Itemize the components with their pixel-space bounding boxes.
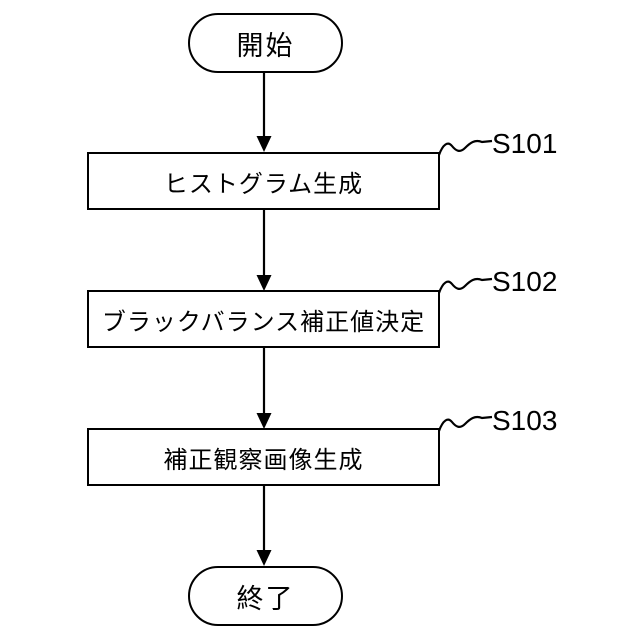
start-node-label: 開始 <box>236 30 295 61</box>
arrow-s102-to-s103-head <box>256 413 272 429</box>
step-s101-box: ヒストグラム生成 <box>87 152 440 210</box>
arrow-s103-to-end-head <box>256 550 272 566</box>
squiggle-s101 <box>437 139 493 156</box>
arrow-start-to-s101-head <box>256 136 272 152</box>
step-s103-ref: S103 <box>492 405 558 436</box>
start-node: 開始 <box>188 13 343 73</box>
end-node-label: 終了 <box>236 583 295 614</box>
step-s102-ref: S102 <box>492 266 558 297</box>
step-s101-label: ヒストグラム生成 <box>163 170 364 198</box>
end-node: 終了 <box>188 566 343 626</box>
step-s103-box: 補正観察画像生成 <box>87 428 440 486</box>
step-s103-label: 補正観察画像生成 <box>163 446 364 474</box>
step-s102-box: ブラックバランス補正値決定 <box>87 290 440 348</box>
arrow-s101-to-s102-head <box>256 275 272 291</box>
step-s101-ref: S101 <box>492 128 558 159</box>
squiggle-s102 <box>437 277 493 294</box>
step-s102-label: ブラックバランス補正値決定 <box>101 308 426 336</box>
squiggle-s103 <box>437 415 493 432</box>
